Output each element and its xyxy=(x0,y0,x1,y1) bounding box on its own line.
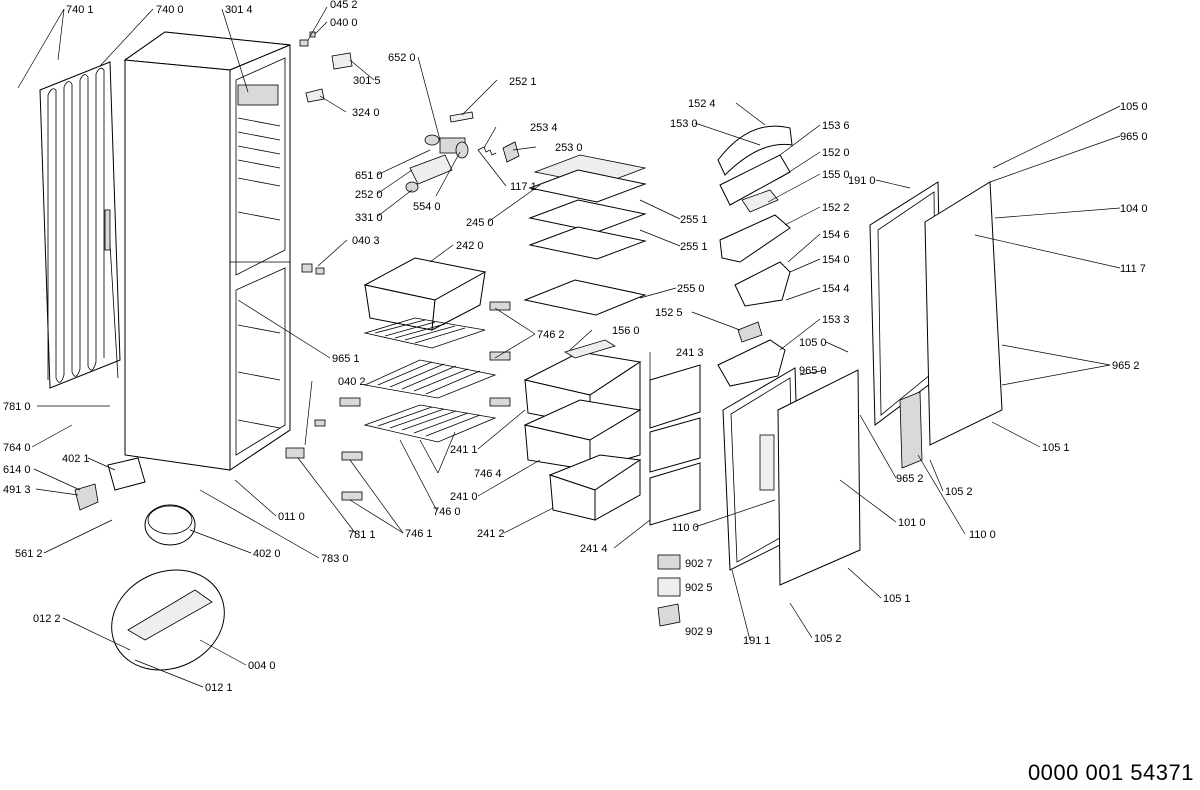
door-balconies xyxy=(717,125,793,387)
label-152-4: 152 4 xyxy=(688,98,716,110)
label-153-3: 153 3 xyxy=(822,314,850,326)
label-152-5: 152 5 xyxy=(655,307,683,319)
label-740-1: 740 1 xyxy=(66,4,94,16)
label-402-0: 402 0 xyxy=(253,548,281,560)
label-252-0: 252 0 xyxy=(355,189,383,201)
label-191-0: 191 0 xyxy=(848,175,876,187)
label-105-0b: 105 0 xyxy=(799,337,827,349)
label-105-2a: 105 2 xyxy=(945,486,973,498)
label-902-9: 902 9 xyxy=(685,626,713,638)
label-740-0: 740 0 xyxy=(156,4,184,16)
label-746-1: 746 1 xyxy=(405,528,433,540)
crisper-and-wire-shelves xyxy=(285,257,511,501)
document-number: 0000 001 54371 xyxy=(1027,760,1194,785)
label-191-1: 191 1 xyxy=(743,635,771,647)
label-040-3: 040 3 xyxy=(352,235,380,247)
label-004-0: 004 0 xyxy=(248,660,276,672)
label-241-1: 241 1 xyxy=(450,444,478,456)
doors xyxy=(657,181,1003,627)
label-652-0: 652 0 xyxy=(388,52,416,64)
label-491-3: 491 3 xyxy=(3,484,31,496)
label-746-0: 746 0 xyxy=(433,506,461,518)
label-965-0a: 965 0 xyxy=(1120,131,1148,143)
label-245-0: 245 0 xyxy=(466,217,494,229)
label-746-4: 746 4 xyxy=(474,468,502,480)
label-011-0: 011 0 xyxy=(278,511,305,523)
label-965-1: 965 1 xyxy=(332,353,360,365)
glass-shelves xyxy=(523,154,647,316)
label-253-0: 253 0 xyxy=(555,142,583,154)
label-105-0a: 105 0 xyxy=(1120,101,1148,113)
leader-lines xyxy=(17,6,1121,688)
label-012-1: 012 1 xyxy=(205,682,233,694)
label-965-0b: 965 0 xyxy=(799,365,827,377)
part-labels: 740 1 740 0 301 4 045 2 040 0 652 0 301 … xyxy=(3,0,1148,694)
label-402-1: 402 1 xyxy=(62,453,90,465)
label-781-0: 781 0 xyxy=(3,401,31,413)
label-554-0: 554 0 xyxy=(413,201,441,213)
label-105-1b: 105 1 xyxy=(883,593,911,605)
label-301-5: 301 5 xyxy=(353,75,381,87)
freezer-drawers xyxy=(523,339,701,526)
label-105-2b: 105 2 xyxy=(814,633,842,645)
label-301-4: 301 4 xyxy=(225,4,253,16)
label-902-7: 902 7 xyxy=(685,558,713,570)
label-255-0: 255 0 xyxy=(677,283,705,295)
label-156-0: 156 0 xyxy=(612,325,640,337)
label-154-4: 154 4 xyxy=(822,283,850,295)
label-783-0: 783 0 xyxy=(321,553,349,565)
label-111-7: 111 7 xyxy=(1120,263,1146,275)
label-253-4: 253 4 xyxy=(530,122,558,134)
label-965-2a: 965 2 xyxy=(1112,360,1140,372)
label-155-0: 155 0 xyxy=(822,169,850,181)
label-331-0: 331 0 xyxy=(355,212,383,224)
label-101-0: 101 0 xyxy=(898,517,926,529)
label-965-2b: 965 2 xyxy=(896,473,924,485)
label-324-0: 324 0 xyxy=(352,107,380,119)
label-255-1a: 255 1 xyxy=(680,214,708,226)
label-117-1: 117 1 xyxy=(510,181,537,193)
label-110-0b: 110 0 xyxy=(672,522,699,534)
compressor-and-base xyxy=(74,457,225,671)
label-154-6: 154 6 xyxy=(822,229,850,241)
label-242-0: 242 0 xyxy=(456,240,484,252)
label-902-5: 902 5 xyxy=(685,582,713,594)
label-012-2: 012 2 xyxy=(33,613,61,625)
label-614-0: 614 0 xyxy=(3,464,31,476)
label-045-2: 045 2 xyxy=(330,0,358,11)
label-255-1b: 255 1 xyxy=(680,241,708,253)
label-152-0: 152 0 xyxy=(822,147,850,159)
condenser-coil xyxy=(39,61,121,389)
label-154-0: 154 0 xyxy=(822,254,850,266)
label-110-0a: 110 0 xyxy=(969,529,996,541)
label-781-1: 781 1 xyxy=(348,529,376,541)
label-040-2: 040 2 xyxy=(338,376,366,388)
label-651-0: 651 0 xyxy=(355,170,383,182)
label-153-0: 153 0 xyxy=(670,118,698,130)
label-105-1a: 105 1 xyxy=(1042,442,1070,454)
top-small-parts xyxy=(299,31,520,275)
label-104-0: 104 0 xyxy=(1120,203,1148,215)
label-252-1: 252 1 xyxy=(509,76,537,88)
label-241-0: 241 0 xyxy=(450,491,478,503)
label-040-0: 040 0 xyxy=(330,17,358,29)
label-241-3: 241 3 xyxy=(676,347,704,359)
label-764-0: 764 0 xyxy=(3,442,31,454)
cabinet xyxy=(123,31,291,471)
label-241-4: 241 4 xyxy=(580,543,608,555)
label-152-2: 152 2 xyxy=(822,202,850,214)
label-746-2: 746 2 xyxy=(537,329,565,341)
label-241-2: 241 2 xyxy=(477,528,505,540)
label-153-6: 153 6 xyxy=(822,120,850,132)
label-561-2: 561 2 xyxy=(15,548,43,560)
